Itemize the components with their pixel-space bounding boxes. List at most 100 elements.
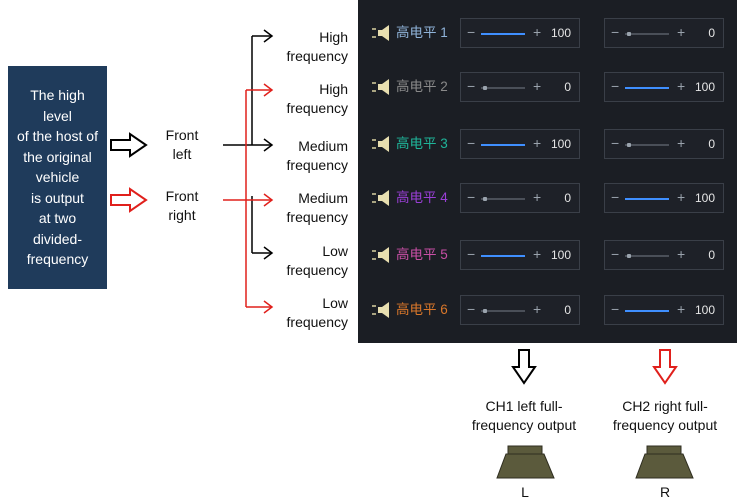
decrease-button[interactable]: −	[467, 24, 476, 40]
level-value: 100	[550, 26, 571, 40]
speaker-icon[interactable]	[370, 245, 394, 265]
slider-handle[interactable]	[627, 254, 631, 258]
left-level-slider[interactable]: −+0	[460, 183, 580, 213]
slider-handle[interactable]	[627, 143, 631, 147]
decrease-button[interactable]: −	[611, 24, 620, 40]
level-value: 0	[564, 303, 571, 317]
channel-label: 高电平 2	[396, 79, 448, 94]
channel-label: 高电平 3	[396, 136, 448, 151]
slider-handle[interactable]	[627, 32, 631, 36]
decrease-button[interactable]: −	[611, 78, 620, 94]
left-level-slider[interactable]: − +100	[460, 18, 580, 48]
decrease-button[interactable]: −	[611, 135, 620, 151]
channel-label: 高电平 1	[396, 25, 448, 40]
slider-handle[interactable]	[483, 197, 487, 201]
increase-button[interactable]: +	[677, 301, 686, 317]
red-down-arrow-icon	[652, 349, 678, 385]
freq-label-1: High frequency	[286, 29, 348, 64]
slider-track[interactable]	[625, 254, 669, 258]
increase-button[interactable]: +	[677, 135, 686, 151]
slider-track[interactable]	[625, 143, 669, 147]
increase-button[interactable]: +	[533, 24, 542, 40]
slider-track[interactable]	[481, 86, 525, 90]
right-level-slider[interactable]: −+100	[604, 295, 724, 325]
slider-track[interactable]	[481, 144, 525, 146]
speaker-icon[interactable]	[370, 300, 394, 320]
slider-handle[interactable]	[483, 86, 487, 90]
increase-button[interactable]: +	[533, 189, 542, 205]
speaker-left-icon	[496, 445, 555, 479]
slider-track[interactable]	[625, 198, 669, 200]
black-hollow-arrow-icon	[110, 132, 148, 158]
right-level-slider[interactable]: −+0	[604, 18, 724, 48]
slider-track[interactable]	[625, 32, 669, 36]
freq-label-4: Medium frequency	[286, 190, 348, 225]
slider-handle[interactable]	[483, 309, 487, 313]
red-hollow-arrow-icon	[110, 187, 148, 213]
slider-fill	[481, 144, 525, 146]
front-left-label: Front left	[165, 127, 199, 162]
channel-label: 高电平 4	[396, 190, 448, 205]
slider-track[interactable]	[481, 33, 525, 35]
slider-track[interactable]	[625, 87, 669, 89]
left-level-slider[interactable]: − +0	[460, 295, 580, 325]
right-level-slider[interactable]: − +100	[604, 72, 724, 102]
decrease-button[interactable]: −	[611, 301, 620, 317]
decrease-button[interactable]: −	[611, 246, 620, 262]
freq-label-2: High frequency	[286, 81, 348, 116]
decrease-button[interactable]: −	[467, 135, 476, 151]
speaker-right-label: R	[659, 484, 671, 500]
decrease-button[interactable]: −	[611, 189, 620, 205]
right-level-slider[interactable]: − +100	[604, 183, 724, 213]
channel-row-2: 高电平 2−+0−+100	[364, 72, 732, 102]
level-value: 100	[694, 191, 715, 205]
freq-label-5: Low frequency	[286, 243, 348, 278]
channel-label: 高电平 5	[396, 247, 448, 262]
level-value: 0	[708, 137, 715, 151]
left-level-slider[interactable]: −+0	[460, 72, 580, 102]
increase-button[interactable]: +	[677, 189, 686, 205]
front-right-label: Front right	[165, 188, 199, 223]
increase-button[interactable]: +	[533, 246, 542, 262]
increase-button[interactable]: +	[677, 78, 686, 94]
slider-fill	[625, 310, 669, 312]
speaker-icon[interactable]	[370, 188, 394, 208]
speaker-icon[interactable]	[370, 134, 394, 154]
right-level-slider[interactable]: −+0	[604, 240, 724, 270]
level-value: 100	[694, 80, 715, 94]
left-level-slider[interactable]: − +100	[460, 129, 580, 159]
freq-label-6: Low frequency	[286, 295, 348, 330]
decrease-button[interactable]: −	[467, 78, 476, 94]
level-value: 100	[550, 248, 571, 262]
decrease-button[interactable]: −	[467, 189, 476, 205]
decrease-button[interactable]: −	[467, 246, 476, 262]
increase-button[interactable]: +	[677, 246, 686, 262]
channel-row-6: 高电平 6−+0−+100	[364, 295, 732, 325]
increase-button[interactable]: +	[677, 24, 686, 40]
speaker-icon[interactable]	[370, 77, 394, 97]
slider-track[interactable]	[481, 255, 525, 257]
speaker-right-icon	[635, 445, 694, 479]
decrease-button[interactable]: −	[467, 301, 476, 317]
increase-button[interactable]: +	[533, 135, 542, 151]
channel-row-4: 高电平 4−+0−+100	[364, 183, 732, 213]
speaker-left-label: L	[521, 484, 529, 500]
speaker-icon[interactable]	[370, 23, 394, 43]
slider-fill	[625, 87, 669, 89]
left-level-slider[interactable]: − +100	[460, 240, 580, 270]
increase-button[interactable]: +	[533, 78, 542, 94]
slider-track[interactable]	[481, 309, 525, 313]
black-down-arrow-icon	[511, 349, 537, 385]
slider-fill	[481, 33, 525, 35]
channel-row-5: 高电平 5−+100−+0	[364, 240, 732, 270]
black-branch-lines	[223, 29, 274, 260]
right-level-slider[interactable]: − +0	[604, 129, 724, 159]
ch2-output-label: CH2 right full- frequency output	[612, 398, 718, 433]
slider-track[interactable]	[481, 197, 525, 201]
slider-track[interactable]	[625, 310, 669, 312]
level-value: 100	[550, 137, 571, 151]
increase-button[interactable]: +	[533, 301, 542, 317]
channel-row-3: 高电平 3 − +100 − +0	[364, 129, 732, 159]
